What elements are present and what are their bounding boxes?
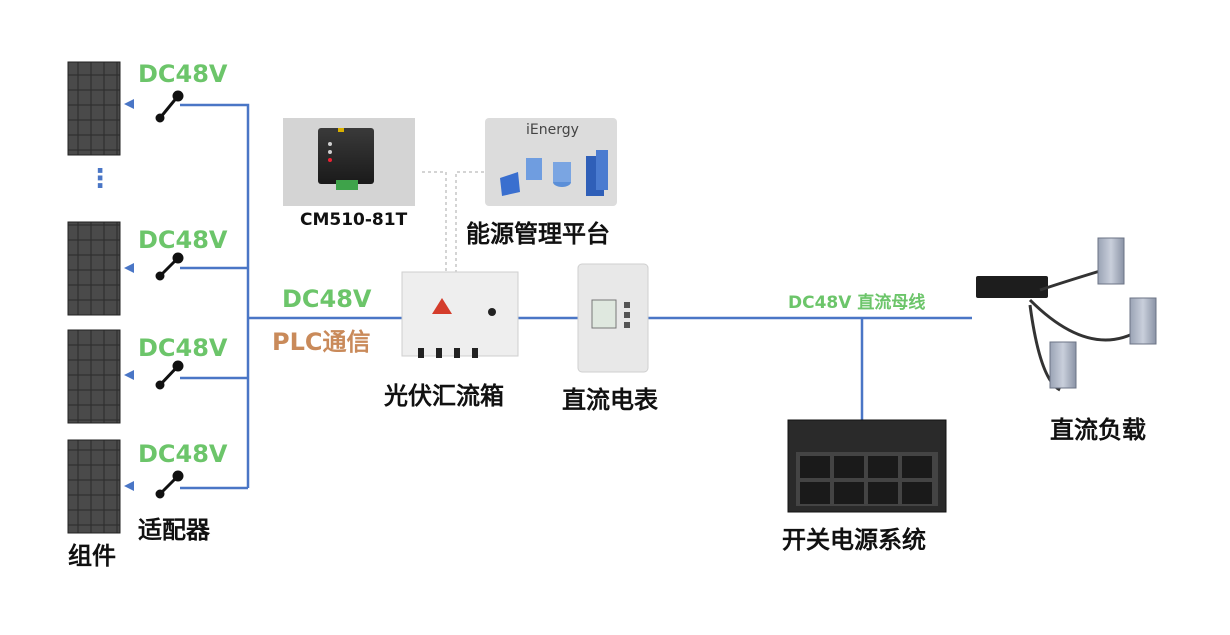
bus-label: DC48V 直流母线 [788,293,926,313]
dc-meter-label: 直流电表 [562,386,658,414]
panel-arrows [124,99,134,491]
server-icon [976,276,1048,298]
platform-label: 能源管理平台 [466,220,610,248]
platform-logo: iEnergy [526,122,579,138]
server-icon [1129,297,1157,345]
dc-load-label: 直流负载 [1050,416,1146,444]
dc-adapter-icon [155,90,184,123]
dc-combiner-label: DC48V [282,285,372,313]
adapter-label: 适配器 [138,516,210,544]
solar-panel-icon [67,61,121,156]
dc-adapter-icon [155,252,184,281]
dc-meter-icon [577,263,649,373]
combiner-box-icon [401,271,519,358]
cm-model-label: CM510-81T [300,210,408,230]
dc-adapter-icon [155,470,184,499]
solar-panel-icon [67,439,121,534]
switch-power-label: 开关电源系统 [782,526,926,554]
dc-adapter-icon [155,360,184,390]
dc-label-4: DC48V [138,440,228,468]
dc-label-2: DC48V [138,226,228,254]
rectifier-icon [787,419,947,513]
module-label: 组件 [68,542,116,570]
dc-wiring [180,103,972,490]
combiner-box-label: 光伏汇流箱 [384,382,504,410]
dc-label-1: DC48V [138,60,228,88]
plc-label: PLC通信 [272,328,371,356]
comm-lines [422,171,484,272]
gateway-icon [283,118,415,206]
dc-label-3: DC48V [138,334,228,362]
solar-panel-icon [67,221,121,316]
platform-icon [485,118,617,206]
ellipsis: ⋮ [87,164,113,194]
server-icon [1097,237,1125,285]
load-cables [1028,266,1141,392]
solar-panel-icon [67,329,121,424]
server-icon [1049,341,1077,389]
